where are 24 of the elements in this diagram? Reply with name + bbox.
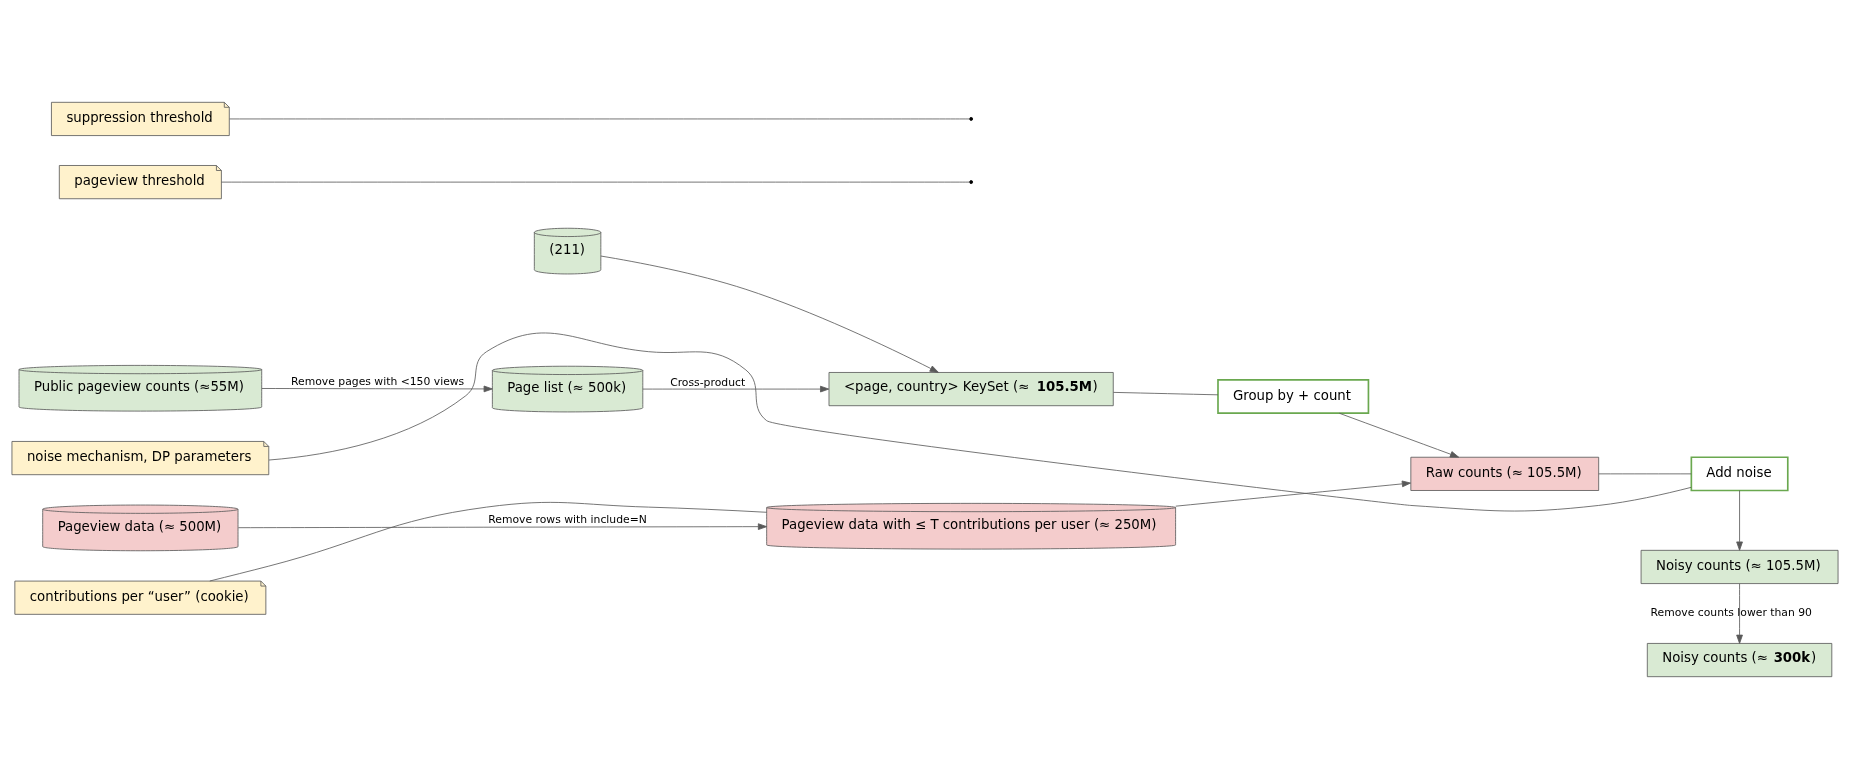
connector <box>221 181 970 183</box>
edge-label: Remove pages with <150 views <box>291 374 465 388</box>
arrow <box>1338 412 1460 458</box>
node-box: Noisy counts (≈ 300k) <box>1646 642 1833 677</box>
arrow <box>642 385 830 392</box>
edge-label: Cross-product <box>670 375 746 389</box>
edge-label: Remove counts lower than 90 <box>1650 605 1812 619</box>
arrow <box>1175 480 1411 507</box>
node-box: Noisy counts (≈ 105.5M) <box>1640 549 1839 584</box>
connector <box>268 332 1692 511</box>
connector <box>1598 472 1692 474</box>
arrow <box>1736 582 1743 644</box>
node-box: Add noise <box>1690 455 1789 491</box>
arrow <box>237 522 768 530</box>
edge-label: Remove rows with include=N <box>488 512 647 526</box>
arrow <box>261 385 493 392</box>
node-box: Group by + count <box>1217 378 1370 414</box>
connector <box>209 501 768 581</box>
connector <box>1113 391 1219 395</box>
arrow <box>1736 489 1743 551</box>
node-box: Raw counts (≈ 105.5M) <box>1410 456 1600 491</box>
arrow <box>600 255 939 373</box>
node-box: <page, country> KeySet (≈ 105.5M) <box>828 371 1114 406</box>
connector <box>229 118 970 119</box>
